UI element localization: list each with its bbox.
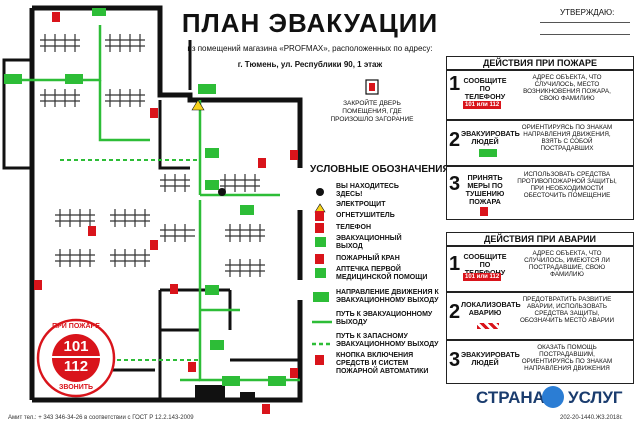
step-action: СООБЩИТЕ ПО ТЕЛЕФОНУ bbox=[463, 252, 507, 277]
approve-line-2 bbox=[540, 34, 630, 35]
exit-path-icon bbox=[312, 314, 332, 324]
fire-panel-title: ДЕЙСТВИЯ ПРИ ПОЖАРЕ bbox=[446, 56, 634, 70]
watermark: СТРАНА УСЛУГ bbox=[476, 386, 636, 408]
badge-bottom: ЗВОНИТЬ bbox=[58, 384, 94, 391]
badge-number-2: 112 bbox=[63, 358, 89, 375]
accident-step-1: 1 СООБЩИТЕ ПО ТЕЛЕФОНУ 101 или 112 АДРЕС… bbox=[446, 246, 634, 292]
electric-panel-icon bbox=[314, 200, 326, 213]
step-phones: 101 или 112 bbox=[463, 101, 502, 109]
spare-exit-path-icon bbox=[312, 336, 332, 346]
step-desc: ПРЕДОТВРАТИТЬ РАЗВИТИЕ АВАРИИ, ИСПОЛЬЗОВ… bbox=[519, 296, 614, 324]
you-are-here-icon bbox=[314, 184, 326, 196]
legend-item: ПУТЬ К ЭВАКУАЦИОННОМУ ВЫХОДУ bbox=[336, 311, 433, 326]
step-desc: ОКАЗАТЬ ПОМОЩЬ ПОСТРАДАВШИМ, ОРИЕНТИРУЯС… bbox=[521, 344, 613, 372]
legend-item: ЭВАКУАЦИОННЫЙ ВЫХОД bbox=[336, 235, 402, 250]
badge-number-1: 101 bbox=[63, 338, 89, 355]
badge-divider bbox=[52, 356, 100, 358]
legend-item: АПТЕЧКА ПЕРВОЙ МЕДИЦИНСКОЙ ПОМОЩИ bbox=[336, 266, 428, 281]
footer-right: 202-20-1440.Ж3.2018г. bbox=[560, 415, 623, 421]
extinguisher-icon bbox=[480, 207, 488, 216]
step-number: 1 bbox=[449, 253, 461, 275]
legend-item: ПУТЬ К ЗАПАСНОМУ ЭВАКУАЦИОННОМУ ВЫХОДУ bbox=[336, 333, 439, 348]
page-subtitle: из помещений магазина «PROFMAX», располо… bbox=[187, 44, 433, 53]
page-address: г. Тюмень, ул. Республики 90, 1 этаж bbox=[237, 60, 383, 69]
step-action: ЭВАКУИРОВАТЬ ЛЮДЕЙ bbox=[461, 350, 520, 367]
step-action: ПРИНЯТЬ МЕРЫ ПО ТУШЕНИЮ ПОЖАРА bbox=[465, 173, 505, 206]
fire-step-2: 2 ЭВАКУИРОВАТЬ ЛЮДЕЙ ОРИЕНТИРУЯСЬ ПО ЗНА… bbox=[446, 120, 634, 166]
direction-arrow-icon bbox=[313, 292, 329, 302]
barrier-icon bbox=[477, 323, 499, 329]
badge-top: ПРИ ПОЖАРЕ bbox=[52, 323, 100, 330]
fire-step-3: 3 ПРИНЯТЬ МЕРЫ ПО ТУШЕНИЮ ПОЖАРА ИСПОЛЬЗ… bbox=[446, 166, 634, 220]
step-desc: АДРЕС ОБЪЕКТА, ЧТО СЛУЧИЛОСЬ, МЕСТО ВОЗН… bbox=[523, 74, 611, 102]
fire-hydrant-icon bbox=[315, 254, 324, 264]
extinguisher-icon bbox=[315, 211, 324, 221]
legend-item: ЭЛЕКТРОЩИТ bbox=[336, 201, 386, 208]
step-desc: ОРИЕНТИРУЯСЬ ПО ЗНАКАМ НАПРАВЛЕНИЯ ДВИЖЕ… bbox=[521, 124, 613, 152]
page-title: ПЛАН ЭВАКУАЦИИ bbox=[181, 8, 439, 38]
door-icon bbox=[352, 78, 392, 96]
step-number: 3 bbox=[449, 173, 461, 195]
door-note: ЗАКРОЙТЕ ДВЕРЬ ПОМЕЩЕНИЯ, ГДЕ ПРОИЗОШЛО … bbox=[330, 100, 414, 123]
accident-step-2: 2 ЛОКАЛИЗОВАТЬ АВАРИЮ ПРЕДОТВРАТИТЬ РАЗВ… bbox=[446, 292, 634, 340]
legend-item: ВЫ НАХОДИТЕСЬ ЗДЕСЬ! bbox=[336, 183, 399, 198]
handshake-icon bbox=[542, 386, 564, 408]
step-number: 2 bbox=[449, 129, 461, 151]
exit-icon bbox=[315, 237, 326, 247]
accident-panel-title: ДЕЙСТВИЯ ПРИ АВАРИИ bbox=[446, 232, 634, 246]
first-aid-icon bbox=[315, 268, 326, 278]
legend-item: ТЕЛЕФОН bbox=[336, 224, 371, 231]
step-phones: 101 или 112 bbox=[463, 273, 502, 281]
call-badge: ПРИ ПОЖАРЕ 101 112 ЗВОНИТЬ bbox=[36, 318, 116, 398]
watermark-text-right: УСЛУГ bbox=[568, 388, 623, 407]
step-desc: АДРЕС ОБЪЕКТА, ЧТО СЛУЧИЛОСЬ, ИМЕЮТСЯ ЛИ… bbox=[524, 250, 610, 278]
legend-item: ОГНЕТУШИТЕЛЬ bbox=[336, 212, 395, 219]
step-number: 2 bbox=[449, 301, 461, 323]
alarm-button-icon bbox=[315, 355, 324, 365]
legend-item: НАПРАВЛЕНИЕ ДВИЖЕНИЯ К ЭВАКУАЦИОННОМУ ВЫ… bbox=[336, 289, 439, 304]
approve-label: УТВЕРЖДАЮ: bbox=[560, 8, 615, 17]
step-number: 1 bbox=[449, 73, 461, 95]
legend-title: УСЛОВНЫЕ ОБОЗНАЧЕНИЯ bbox=[310, 164, 450, 175]
step-action: СООБЩИТЕ ПО ТЕЛЕФОНУ bbox=[463, 76, 507, 101]
step-action: ЭВАКУИРОВАТЬ ЛЮДЕЙ bbox=[461, 129, 520, 146]
step-number: 3 bbox=[449, 349, 461, 371]
phone-icon bbox=[315, 223, 324, 233]
footer-left: Амит тел.: + 343 346-34-26 в соответстви… bbox=[8, 415, 194, 421]
legend-item: ПОЖАРНЫЙ КРАН bbox=[336, 255, 400, 262]
legend-item: КНОПКА ВКЛЮЧЕНИЯ СРЕДСТВ И СИСТЕМ ПОЖАРН… bbox=[336, 352, 429, 375]
step-action: ЛОКАЛИЗОВАТЬ АВАРИЮ bbox=[461, 300, 521, 317]
watermark-text-left: СТРАНА bbox=[476, 388, 545, 407]
approve-line-1 bbox=[540, 22, 630, 23]
accident-step-3: 3 ЭВАКУИРОВАТЬ ЛЮДЕЙ ОКАЗАТЬ ПОМОЩЬ ПОСТ… bbox=[446, 340, 634, 384]
fire-step-1: 1 СООБЩИТЕ ПО ТЕЛЕФОНУ 101 или 112 АДРЕС… bbox=[446, 70, 634, 120]
step-desc: ИСПОЛЬЗОВАТЬ СРЕДСТВА ПРОТИВОПОЖАРНОЙ ЗА… bbox=[517, 171, 617, 199]
exit-sign-icon bbox=[479, 149, 497, 157]
